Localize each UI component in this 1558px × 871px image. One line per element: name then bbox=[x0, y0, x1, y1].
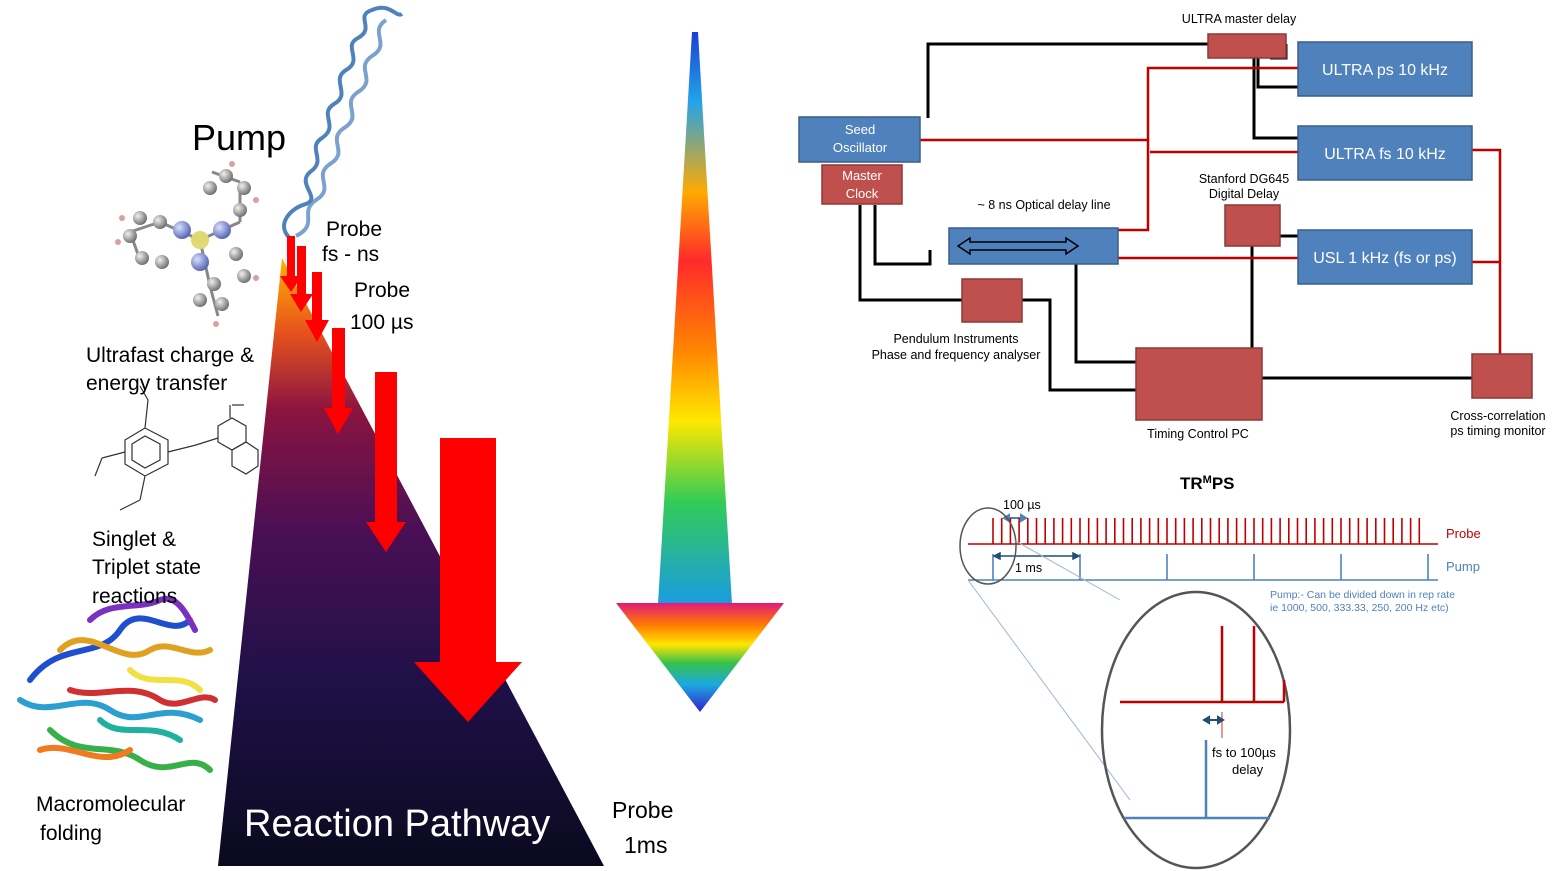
delay-arrow-icon bbox=[1202, 712, 1225, 738]
singlet-label-line1: Singlet & bbox=[92, 528, 176, 551]
pendulum-label-line2: Phase and frequency analyser bbox=[872, 348, 1041, 362]
chemical-structure-icon bbox=[94, 385, 259, 511]
pump-note-line2: ie 1000, 500, 333.33, 250, 200 Hz etc) bbox=[1270, 602, 1449, 614]
zoom-line-lower bbox=[967, 579, 1131, 801]
probe-fs-ns-label-line2: fs - ns bbox=[322, 243, 379, 266]
probe-arrow-2 bbox=[290, 246, 313, 312]
delay-label-line2: delay bbox=[1232, 762, 1264, 777]
probe-fs-ns-label-line1: Probe bbox=[326, 218, 382, 241]
delay-line-label: ~ 8 ns Optical delay line bbox=[977, 198, 1110, 212]
pump-wave-icon bbox=[282, 5, 404, 242]
pump-pulse-train bbox=[968, 554, 1438, 581]
pendulum-label-line1: Pendulum Instruments bbox=[893, 332, 1018, 346]
probe-100us-label-line2: 100 µs bbox=[350, 311, 413, 334]
stanford-label-line2: Digital Delay bbox=[1209, 187, 1280, 201]
ultra-fs-box bbox=[1297, 125, 1473, 181]
label-1ms: 1 ms bbox=[1015, 561, 1042, 575]
probe-arrow-6 bbox=[414, 438, 522, 722]
pump-note-line1: Pump:- Can be divided down in rep rate bbox=[1270, 589, 1455, 601]
probe-train-label: Probe bbox=[1446, 526, 1481, 541]
rainbow-arrow-head bbox=[616, 603, 784, 712]
probe-pulse-train bbox=[968, 518, 1438, 545]
timing-pc-label: Timing Control PC bbox=[1147, 427, 1249, 441]
ultrafast-label-line1: Ultrafast charge & bbox=[86, 344, 254, 367]
seed-oscillator-box bbox=[798, 116, 921, 163]
molecule-illustration-icon bbox=[115, 161, 259, 327]
probe-1ms-label-line2: 1ms bbox=[624, 832, 667, 858]
interval-1ms-arrow-icon bbox=[992, 551, 1081, 561]
macro-label-line2: folding bbox=[40, 822, 102, 845]
seed-label-line1: Seed bbox=[845, 122, 875, 137]
singlet-label-line2: Triplet state bbox=[92, 556, 201, 579]
ultra-master-delay-label: ULTRA master delay bbox=[1182, 12, 1297, 26]
zoom-source-ellipse bbox=[959, 507, 1017, 585]
usl-label: USL 1 kHz (fs or ps) bbox=[1313, 250, 1456, 267]
crosscorr-label-line2: ps timing monitor bbox=[1450, 424, 1545, 438]
zoom-probe-pulses bbox=[1120, 626, 1286, 704]
probe-arrow-5 bbox=[366, 372, 406, 552]
zoom-line-upper bbox=[1013, 539, 1121, 601]
label-100us: 100 µs bbox=[1003, 498, 1041, 512]
rainbow-arrow-shaft bbox=[658, 32, 732, 604]
pendulum-analyser-box bbox=[961, 278, 1023, 323]
zoom-pump-pulse bbox=[1124, 740, 1270, 820]
probe-1ms-label-line1: Probe bbox=[612, 797, 673, 823]
master-clock-label-line1: Master bbox=[842, 168, 882, 183]
pump-train-label: Pump bbox=[1446, 559, 1480, 574]
protein-structure-icon bbox=[17, 595, 218, 773]
cross-correlation-box bbox=[1471, 353, 1533, 399]
ultra-master-delay-box bbox=[1207, 33, 1287, 59]
delay-line-double-arrow-icon bbox=[956, 236, 1080, 256]
zoom-detail-ellipse bbox=[1100, 590, 1292, 870]
probe-arrow-1 bbox=[280, 236, 302, 292]
black-wiring bbox=[858, 42, 1472, 392]
pump-label: Pump bbox=[192, 117, 286, 158]
singlet-label-line3: reactions bbox=[92, 585, 177, 608]
master-clock-label-line2: Clock bbox=[846, 186, 879, 201]
probe-arrow-4 bbox=[324, 328, 353, 434]
usl-box bbox=[1297, 229, 1473, 285]
optical-delay-line-box bbox=[948, 227, 1119, 265]
ultrafast-label-line2: energy transfer bbox=[86, 372, 227, 395]
ultra-fs-label: ULTRA fs 10 kHz bbox=[1324, 146, 1446, 163]
reaction-pathway-triangle bbox=[218, 258, 604, 866]
probe-100us-label-line1: Probe bbox=[354, 279, 410, 302]
seed-label-line2: Oscillator bbox=[833, 140, 888, 155]
red-wiring bbox=[920, 66, 1502, 354]
timing-control-pc-box bbox=[1135, 347, 1263, 421]
master-clock-box bbox=[821, 164, 903, 205]
probe-arrow-3 bbox=[305, 272, 329, 342]
trmps-title: TRMPS bbox=[1180, 474, 1235, 493]
stanford-label-line1: Stanford DG645 bbox=[1199, 172, 1289, 186]
pump-wave-outer-icon bbox=[295, 18, 388, 238]
ultra-ps-box bbox=[1297, 41, 1473, 97]
crosscorr-label-line1: Cross-correlation bbox=[1450, 409, 1545, 423]
delay-label-line1: fs to 100µs bbox=[1212, 745, 1276, 760]
macro-label-line1: Macromolecular bbox=[36, 793, 185, 816]
ultra-ps-label: ULTRA ps 10 kHz bbox=[1322, 62, 1448, 79]
reaction-pathway-label: Reaction Pathway bbox=[244, 803, 550, 845]
stanford-dg645-box bbox=[1224, 204, 1281, 247]
